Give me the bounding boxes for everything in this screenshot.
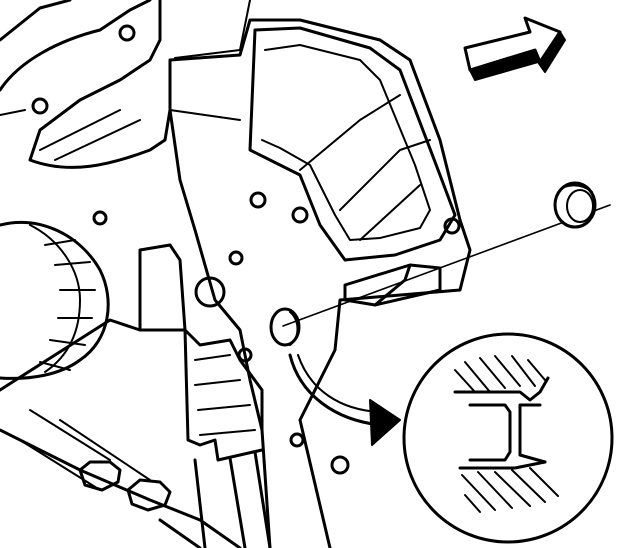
- callout-arrow-head: [369, 399, 401, 446]
- callout-arrow-shaft: [288, 353, 382, 427]
- lower-step-casting: [138, 243, 264, 462]
- crankcase-hatch: [19, 409, 151, 491]
- lower-step-detail: [194, 354, 256, 436]
- cylinder-bore: [0, 220, 110, 380]
- direction-arrow-shadow: [469, 31, 566, 81]
- detail-circle: [402, 332, 614, 544]
- cylinder-bore-inner: [29, 224, 81, 373]
- detail-seal-profile: [468, 403, 512, 462]
- bore-hole: [269, 307, 301, 347]
- callout-arrow-shaft-inner: [297, 354, 381, 413]
- bottom-bolt-1: [78, 460, 122, 492]
- detail-lower-edge: [458, 460, 547, 470]
- detail-seal-profile-inner: [518, 403, 547, 464]
- bottom-bolt-2: [126, 478, 172, 512]
- seal-plug-lip: [559, 184, 593, 193]
- lower-housing: [158, 450, 272, 548]
- front-face-left-edge: [168, 108, 272, 548]
- raised-pad-inner: [261, 44, 431, 241]
- seal-plug-inner: [566, 189, 594, 223]
- upper-bolt-hole-1: [118, 24, 136, 42]
- seal-plug: [553, 181, 597, 229]
- pad-ribs: [299, 94, 431, 241]
- bore-hole-edge: [289, 311, 299, 346]
- boss-bracket: [343, 263, 442, 307]
- face-bolt-hole-1: [249, 191, 267, 209]
- crankcase-lower-edge: [0, 318, 242, 548]
- upper-bolt-hole-2: [31, 97, 49, 115]
- raised-pad: [248, 26, 457, 262]
- front-face-plate: [168, 18, 472, 548]
- face-bolt-hole-8: [92, 210, 108, 226]
- face-bolt-hole-7: [330, 455, 350, 475]
- engine-block: [0, 0, 472, 548]
- detail-magnified-view: [402, 332, 614, 544]
- front-cover-opening: [269, 307, 301, 347]
- face-bolt-hole-6: [289, 432, 305, 448]
- detail-callout-arrow: [288, 353, 401, 446]
- face-bolt-hole-3: [228, 250, 244, 266]
- face-bolt-hole-2: [291, 206, 309, 224]
- seal-plug-outer: [553, 181, 597, 229]
- face-bolt-hole-4: [443, 217, 461, 235]
- detail-upper-hatch: [454, 355, 546, 393]
- front-direction-arrow: [463, 16, 566, 81]
- detail-upper-edge: [453, 376, 550, 402]
- detail-lower-hatch: [461, 467, 559, 513]
- cylinder-bore-ribs: [39, 239, 96, 371]
- block-upper-casting: [0, 0, 172, 169]
- installation-guide-line: [282, 204, 611, 327]
- face-bolt-hole-9: [194, 276, 226, 308]
